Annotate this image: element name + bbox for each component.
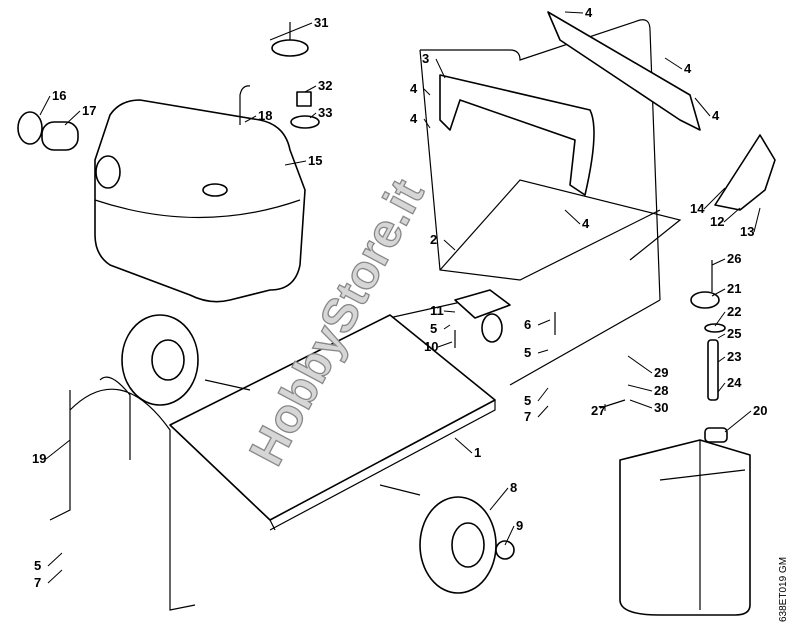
leader-line — [443, 310, 456, 313]
callout-13: 13 — [740, 224, 755, 239]
leader-line — [694, 97, 711, 117]
leader-line — [717, 382, 726, 393]
callout-23: 23 — [727, 349, 742, 364]
leader-line — [423, 88, 431, 96]
leader-line — [537, 349, 549, 354]
callout-14: 14 — [690, 201, 705, 216]
callout-11: 11 — [430, 303, 444, 318]
callout-4: 4 — [410, 111, 418, 126]
leader-line — [664, 57, 683, 70]
leader-line — [504, 525, 515, 546]
callout-27: 27 — [591, 403, 606, 418]
leader-line — [537, 405, 549, 418]
leader-line — [64, 110, 81, 126]
callout-7: 7 — [34, 575, 42, 590]
castor — [454, 289, 511, 319]
callout-5: 5 — [34, 558, 42, 573]
callout-4: 4 — [585, 5, 593, 20]
leader-line — [309, 112, 317, 119]
tank-cap — [17, 111, 43, 145]
callout-21: 21 — [727, 281, 742, 296]
leader-line — [717, 333, 726, 339]
leader-line — [435, 58, 446, 79]
leader-line — [244, 115, 257, 123]
callout-25: 25 — [727, 326, 742, 341]
leader-line — [443, 324, 451, 330]
leader-line — [269, 22, 313, 41]
callout-9: 9 — [516, 518, 524, 533]
callout-28: 28 — [654, 383, 669, 398]
callout-17: 17 — [82, 103, 97, 118]
leader-line — [454, 437, 473, 454]
leader-line — [627, 384, 653, 392]
leader-line — [703, 187, 726, 210]
callout-1: 1 — [474, 445, 482, 460]
callout-7: 7 — [524, 409, 532, 424]
leader-line — [711, 258, 726, 266]
leader-line — [717, 356, 726, 363]
callout-32: 32 — [318, 78, 333, 93]
callout-4: 4 — [684, 61, 692, 76]
callout-12: 12 — [710, 214, 725, 229]
callout-18: 18 — [258, 108, 273, 123]
fuel-tank — [94, 99, 306, 303]
drawing-code: 638ET019 GM — [778, 556, 789, 622]
callout-6: 6 — [524, 317, 532, 332]
leader-line — [537, 387, 549, 402]
stand — [49, 376, 196, 611]
filler-cap — [271, 39, 309, 57]
callout-29: 29 — [654, 365, 669, 380]
leader-line — [423, 118, 431, 129]
leader-line — [304, 85, 317, 93]
callout-24: 24 — [727, 375, 742, 390]
callout-33: 33 — [318, 105, 333, 120]
callout-31: 31 — [314, 15, 329, 30]
leader-line — [724, 410, 752, 433]
callout-22: 22 — [727, 304, 742, 319]
leader-line — [284, 160, 307, 166]
top-grip — [547, 11, 701, 131]
callout-3: 3 — [422, 51, 430, 66]
callout-5: 5 — [524, 393, 532, 408]
callout-10: 10 — [424, 339, 439, 354]
callout-19: 19 — [32, 451, 47, 466]
leader-line — [714, 311, 726, 327]
callout-26: 26 — [727, 251, 742, 266]
strainer — [41, 121, 79, 151]
leader-line — [537, 319, 551, 326]
leader-line — [627, 355, 653, 374]
callout-4: 4 — [712, 108, 720, 123]
callout-8: 8 — [510, 480, 518, 495]
bracket-12 — [714, 134, 776, 211]
leader-line — [47, 552, 63, 567]
callout-5: 5 — [524, 345, 532, 360]
callout-15: 15 — [308, 153, 323, 168]
callout-5: 5 — [430, 321, 438, 336]
leader-line — [39, 95, 51, 116]
leader-line — [45, 439, 71, 460]
leader-line — [711, 288, 726, 297]
leader-line — [47, 569, 63, 584]
callout-4: 4 — [410, 81, 418, 96]
callout-16: 16 — [52, 88, 67, 103]
leader-line — [443, 239, 456, 251]
leader-line — [489, 487, 509, 511]
leader-line — [564, 11, 584, 14]
callout-2: 2 — [430, 232, 438, 247]
leader-line — [753, 207, 761, 233]
callout-4: 4 — [582, 216, 590, 231]
canister — [619, 439, 751, 616]
callout-20: 20 — [753, 403, 768, 418]
leader-line — [564, 209, 581, 225]
leader-line — [629, 399, 653, 409]
callout-30: 30 — [654, 400, 669, 415]
grip — [439, 74, 595, 196]
leader-line — [437, 341, 453, 348]
leader-line — [723, 207, 741, 223]
